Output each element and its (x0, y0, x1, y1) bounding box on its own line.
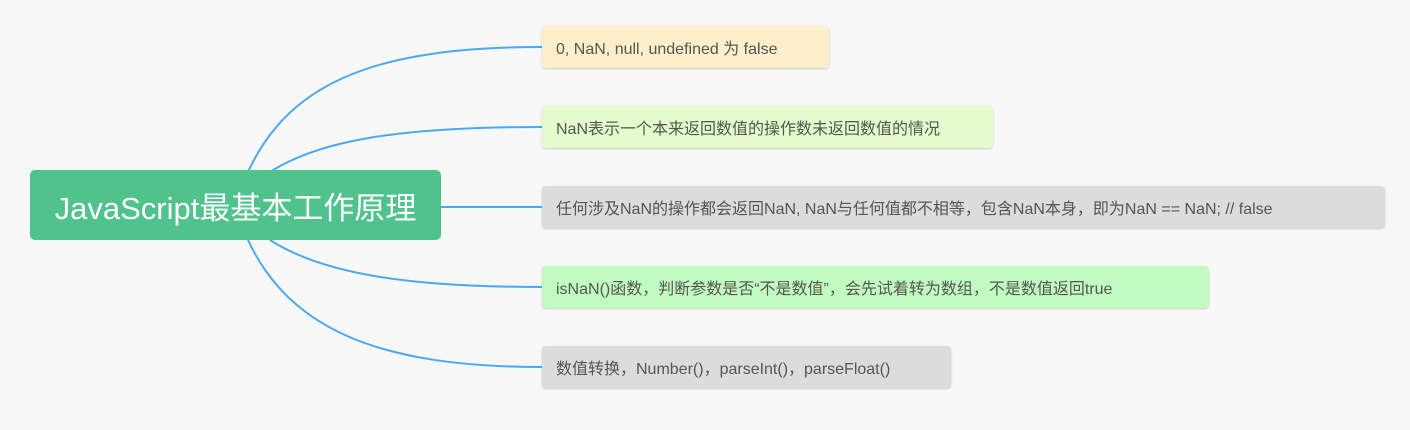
connector-1 (247, 46, 543, 173)
connector-4 (269, 239, 543, 288)
topic-nan-meaning[interactable]: NaN表示一个本来返回数值的操作数未返回数值的情况 (542, 106, 993, 148)
topic-nan-operations[interactable]: 任何涉及NaN的操作都会返回NaN, NaN与任何值都不相等，包含NaN本身，即… (542, 186, 1385, 228)
root-topic[interactable]: JavaScript最基本工作原理 (30, 170, 441, 240)
topic-number-conversion[interactable]: 数值转换，Number()，parseInt()，parseFloat() (542, 346, 951, 388)
topic-isnan[interactable]: isNaN()函数，判断参数是否“不是数值”，会先试着转为数组，不是数值返回tr… (542, 266, 1209, 308)
connector-2 (269, 126, 543, 173)
topic-falsy-values[interactable]: 0, NaN, null, undefined 为 false (542, 26, 829, 68)
connector-5 (247, 239, 543, 368)
